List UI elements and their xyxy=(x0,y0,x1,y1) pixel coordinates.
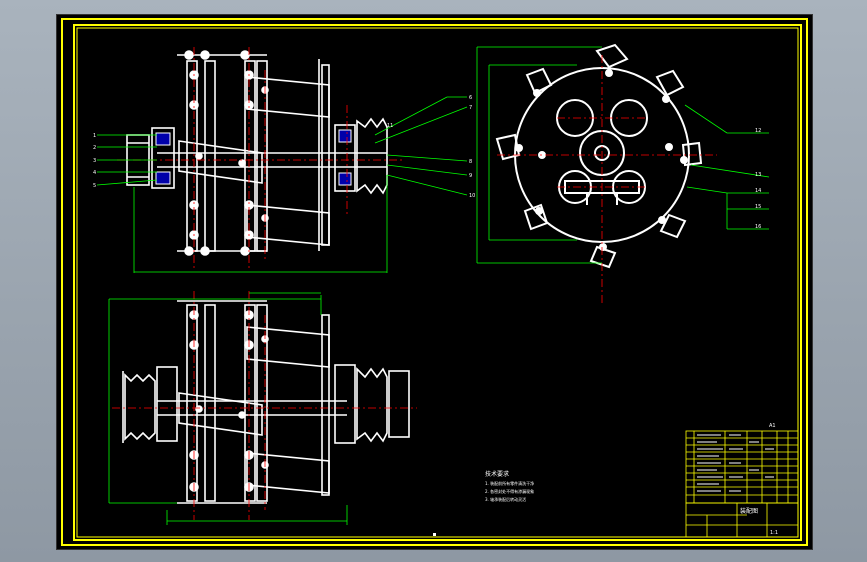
svg-text:2: 2 xyxy=(93,145,96,151)
svg-text:13: 13 xyxy=(755,172,761,178)
svg-text:4: 4 xyxy=(93,170,96,176)
svg-text:9: 9 xyxy=(469,173,472,179)
drawing-frame xyxy=(61,18,808,546)
balloons-wheel: 12 13 14 15 16 xyxy=(755,128,761,230)
dimensions-top xyxy=(108,292,348,525)
title-block-label: 装配图 xyxy=(740,507,758,515)
svg-text:15: 15 xyxy=(755,204,761,210)
corner-code: A1 xyxy=(769,423,776,429)
svg-text:3: 3 xyxy=(93,158,96,164)
crosshair-cursor xyxy=(433,533,436,536)
svg-text:16: 16 xyxy=(755,224,761,230)
svg-text:8: 8 xyxy=(469,159,472,165)
parts-list-table xyxy=(685,430,799,504)
title-block xyxy=(685,502,799,538)
svg-text:10: 10 xyxy=(469,193,475,199)
svg-text:12: 12 xyxy=(755,128,761,134)
centerlines-front xyxy=(117,47,402,270)
svg-text:6: 6 xyxy=(469,95,472,101)
svg-text:14: 14 xyxy=(755,188,761,194)
svg-text:2. 各密封处不得有渗漏现象: 2. 各密封处不得有渗漏现象 xyxy=(485,488,534,494)
svg-text:1. 装配前所有零件清洗干净: 1. 装配前所有零件清洗干净 xyxy=(485,480,534,486)
assembly-drawing: 1 2 3 4 5 6 7 8 9 10 11 xyxy=(61,18,808,546)
cad-viewport[interactable]: 1 2 3 4 5 6 7 8 9 10 11 xyxy=(56,14,813,550)
svg-text:技术要求: 技术要求 xyxy=(485,470,509,478)
svg-text:11: 11 xyxy=(387,123,393,129)
bearing-fill xyxy=(155,129,352,186)
centerlines-top xyxy=(112,291,417,520)
dimensions-wheel xyxy=(476,46,770,264)
wheel-side-view xyxy=(495,43,703,269)
svg-text:5: 5 xyxy=(93,183,96,189)
balloons-right: 6 7 8 9 10 11 xyxy=(387,95,475,199)
dimensions-front xyxy=(96,96,468,273)
svg-text:1: 1 xyxy=(93,133,96,139)
scale-label: 1:1 xyxy=(770,530,778,536)
svg-text:3. 轴承装配后转动灵活: 3. 轴承装配后转动灵活 xyxy=(485,496,526,502)
top-view xyxy=(122,300,410,504)
front-section-view xyxy=(126,50,388,256)
svg-text:7: 7 xyxy=(469,105,472,111)
parts-list-entries xyxy=(697,434,774,492)
balloons-left: 1 2 3 4 5 xyxy=(93,133,96,189)
technical-requirements-note: 技术要求 1. 装配前所有零件清洗干净 2. 各密封处不得有渗漏现象 3. 轴承… xyxy=(485,470,534,502)
